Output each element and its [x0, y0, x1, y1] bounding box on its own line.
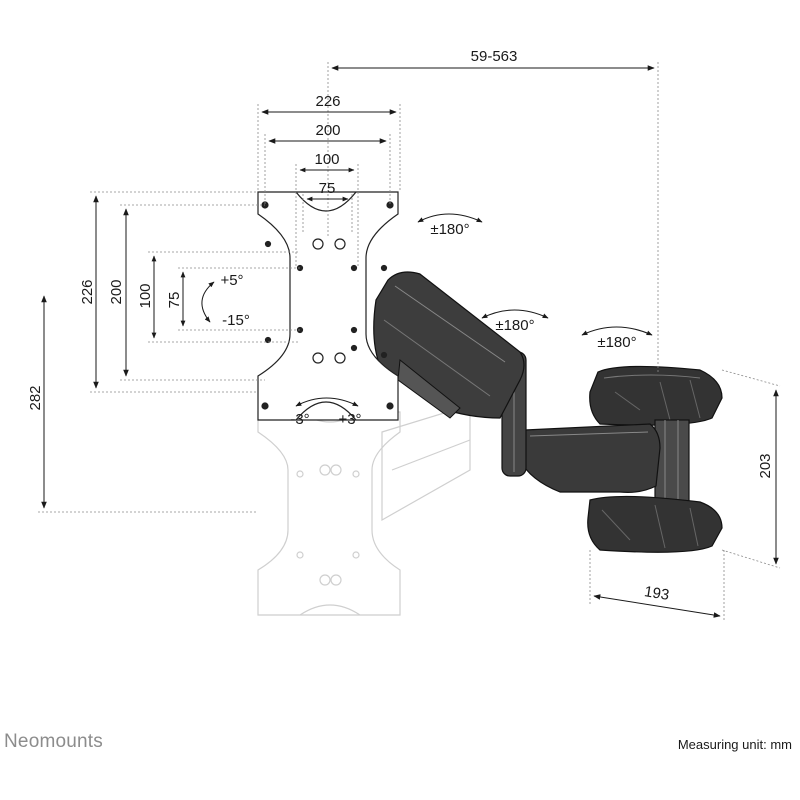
dimension-lines	[41, 65, 779, 618]
ghost-plate	[257, 404, 471, 616]
swivel-wall-label: ±180°	[597, 334, 636, 351]
roll-right-label: +3°	[338, 411, 361, 428]
plate-width-75-label: 75	[319, 180, 336, 197]
swivel-arm-label: ±180°	[495, 317, 534, 334]
rotation-labels: ±180° ±180° ±180° +5° -15° -3° +3°	[220, 221, 636, 428]
plate-height-200-label: 200	[108, 279, 125, 304]
plate-width-100-label: 100	[314, 151, 339, 168]
tilt-up-label: +5°	[220, 272, 243, 289]
wall-plate-height-label: 203	[757, 453, 774, 478]
reach-label: 59-563	[471, 48, 518, 65]
plate-height-outer-label: 226	[79, 279, 96, 304]
plate-width-outer-label: 226	[315, 93, 340, 110]
tilt-down-label: -15°	[222, 312, 250, 329]
mount-arm	[373, 271, 661, 493]
plate-height-75-label: 75	[166, 292, 183, 309]
plate-width-200-label: 200	[315, 122, 340, 139]
vesa-plate	[257, 191, 399, 421]
wall-plate-width-label: 193	[643, 583, 670, 604]
plate-height-100-label: 100	[137, 283, 154, 308]
dimension-labels: 59-563 226 200 100 75 226 200 100 75 282…	[27, 48, 774, 604]
total-height-label: 282	[27, 385, 44, 410]
swivel-plate-label: ±180°	[430, 221, 469, 238]
extension-lines	[38, 62, 781, 622]
rotation-arcs	[201, 213, 653, 407]
roll-left-label: -3°	[290, 411, 309, 428]
measuring-unit-note: Measuring unit: mm	[677, 737, 792, 752]
brand-logo: Neomounts	[4, 731, 103, 752]
wall-plate	[587, 365, 723, 553]
